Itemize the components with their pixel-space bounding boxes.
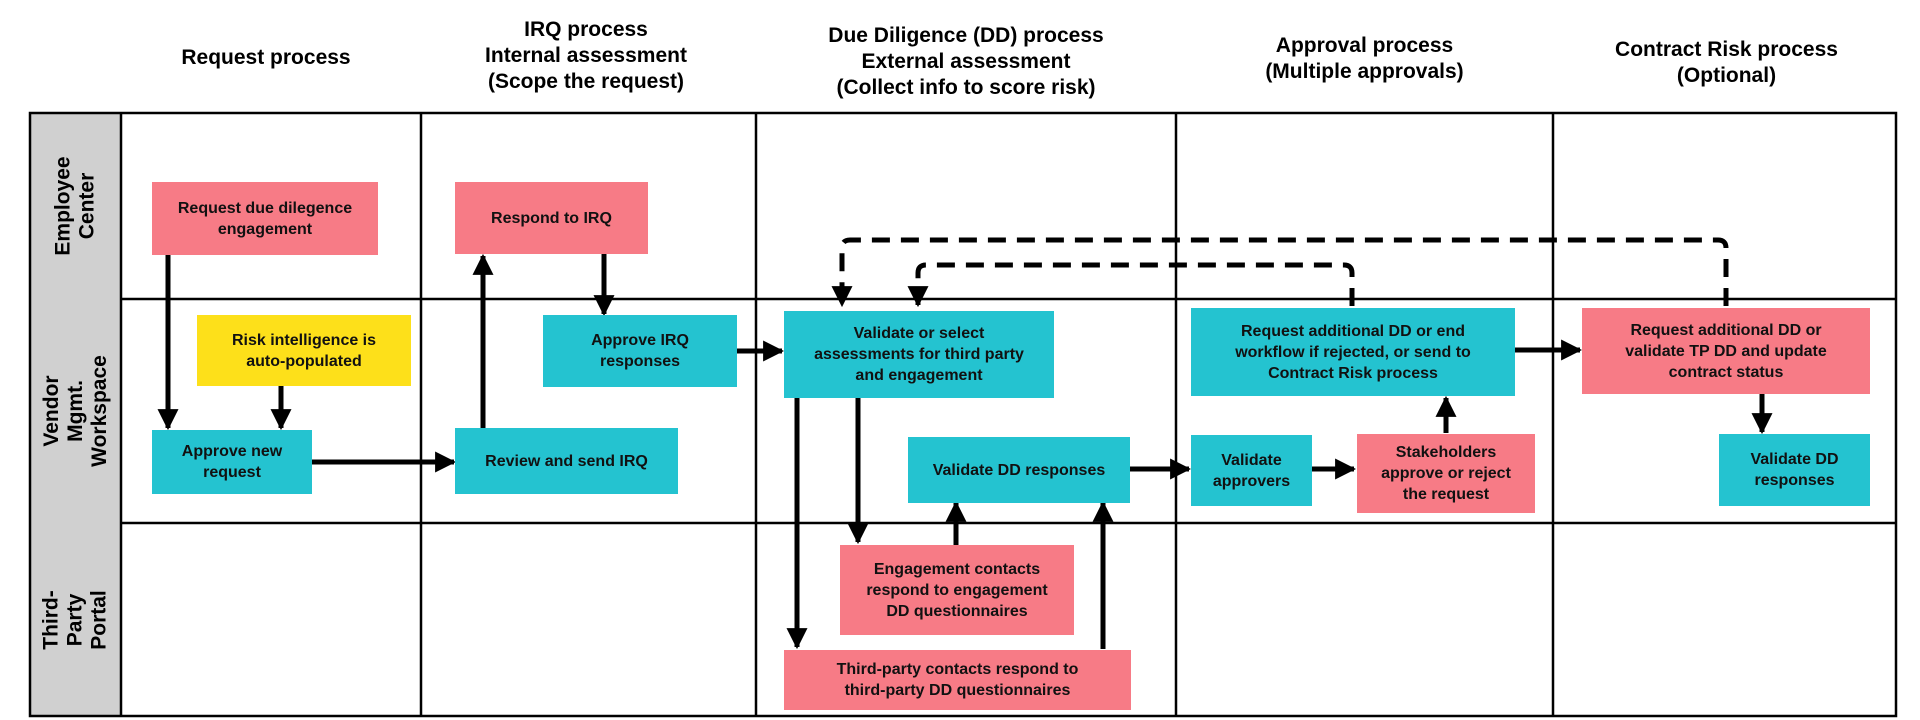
lane-label-vendor: Vendor Mgmt. Workspace — [30, 299, 121, 523]
box-request-additional-dd: Request additional DD or end workflow if… — [1191, 308, 1515, 396]
column-header-request: Request process — [181, 46, 351, 69]
box-stakeholders-approve: Stakeholders approve or reject the reque… — [1357, 434, 1535, 513]
lane-label-thirdparty: Third-Party Portal — [30, 523, 121, 716]
box-validate-approvers: Validate approvers — [1191, 435, 1312, 506]
box-risk-intelligence: Risk intelligence is auto-populated — [197, 315, 411, 386]
column-header-contract: Contract Risk process (Optional) — [1615, 38, 1838, 87]
box-engagement-contacts: Engagement contacts respond to engagemen… — [840, 545, 1074, 635]
box-third-party-contacts: Third-party contacts respond to third-pa… — [784, 650, 1131, 710]
flow-arrows — [157, 253, 1773, 650]
box-approve-irq-responses: Approve IRQ responses — [543, 315, 737, 387]
box-approve-new-request: Approve new request — [152, 430, 312, 494]
box-validate-dd-responses: Validate DD responses — [908, 437, 1130, 503]
column-header-dd: Due Diligence (DD) process External asse… — [828, 24, 1104, 99]
box-validate-select-assessments: Validate or select assessments for third… — [784, 311, 1054, 398]
box-contract-request-additional: Request additional DD or validate TP DD … — [1582, 308, 1870, 394]
box-respond-to-irq: Respond to IRQ — [455, 182, 648, 254]
box-request-due-diligence: Request due dilegence engagement — [152, 182, 378, 255]
feedback-arrows — [831, 237, 1729, 308]
dashed-arrow-contract-to-validate-select — [831, 237, 1729, 308]
dashed-arrow-approval-to-validate-select — [907, 262, 1355, 308]
grid-lines — [28, 111, 1898, 718]
box-contract-validate-dd: Validate DD responses — [1719, 434, 1870, 506]
column-header-irq: IRQ process Internal assessment (Scope t… — [485, 18, 687, 93]
lane-label-employee: Employee Center — [30, 113, 121, 299]
column-header-approval: Approval process (Multiple approvals) — [1265, 34, 1464, 83]
box-review-and-send-irq: Review and send IRQ — [455, 428, 678, 494]
